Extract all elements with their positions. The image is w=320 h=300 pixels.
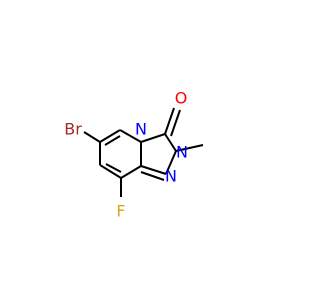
- bond-c7-c8: [99, 164, 122, 179]
- molecule-canvas: Br F O N N N: [64, 88, 204, 221]
- bond-n2-methyl: [175, 144, 204, 152]
- bond-c8-c8a: [120, 165, 142, 179]
- bond-n4-c5: [119, 129, 142, 143]
- atom-br: Br: [64, 120, 82, 139]
- atom-n2: N: [176, 143, 188, 162]
- atom-f: F: [116, 202, 125, 221]
- bond-c6-br: [83, 131, 101, 143]
- atom-n4: N: [135, 120, 147, 139]
- double-bond-c7-c8: [105, 163, 122, 173]
- double-bond-n1-c8a: [140, 171, 165, 181]
- structure-svg: Br F O N N N: [64, 89, 204, 221]
- atom-o: O: [175, 89, 188, 108]
- atom-n1: N: [165, 167, 177, 186]
- double-bond-c3-o: [170, 109, 181, 137]
- bond-c3-n2: [164, 133, 177, 152]
- bond-c3-o: [164, 107, 175, 135]
- bond-c5-c6: [99, 129, 121, 143]
- double-bond-c5-c6: [104, 135, 121, 146]
- bond-n2-n1: [165, 150, 177, 175]
- bond-n1-c8a: [140, 165, 167, 175]
- bond-n4-c3: [140, 133, 166, 143]
